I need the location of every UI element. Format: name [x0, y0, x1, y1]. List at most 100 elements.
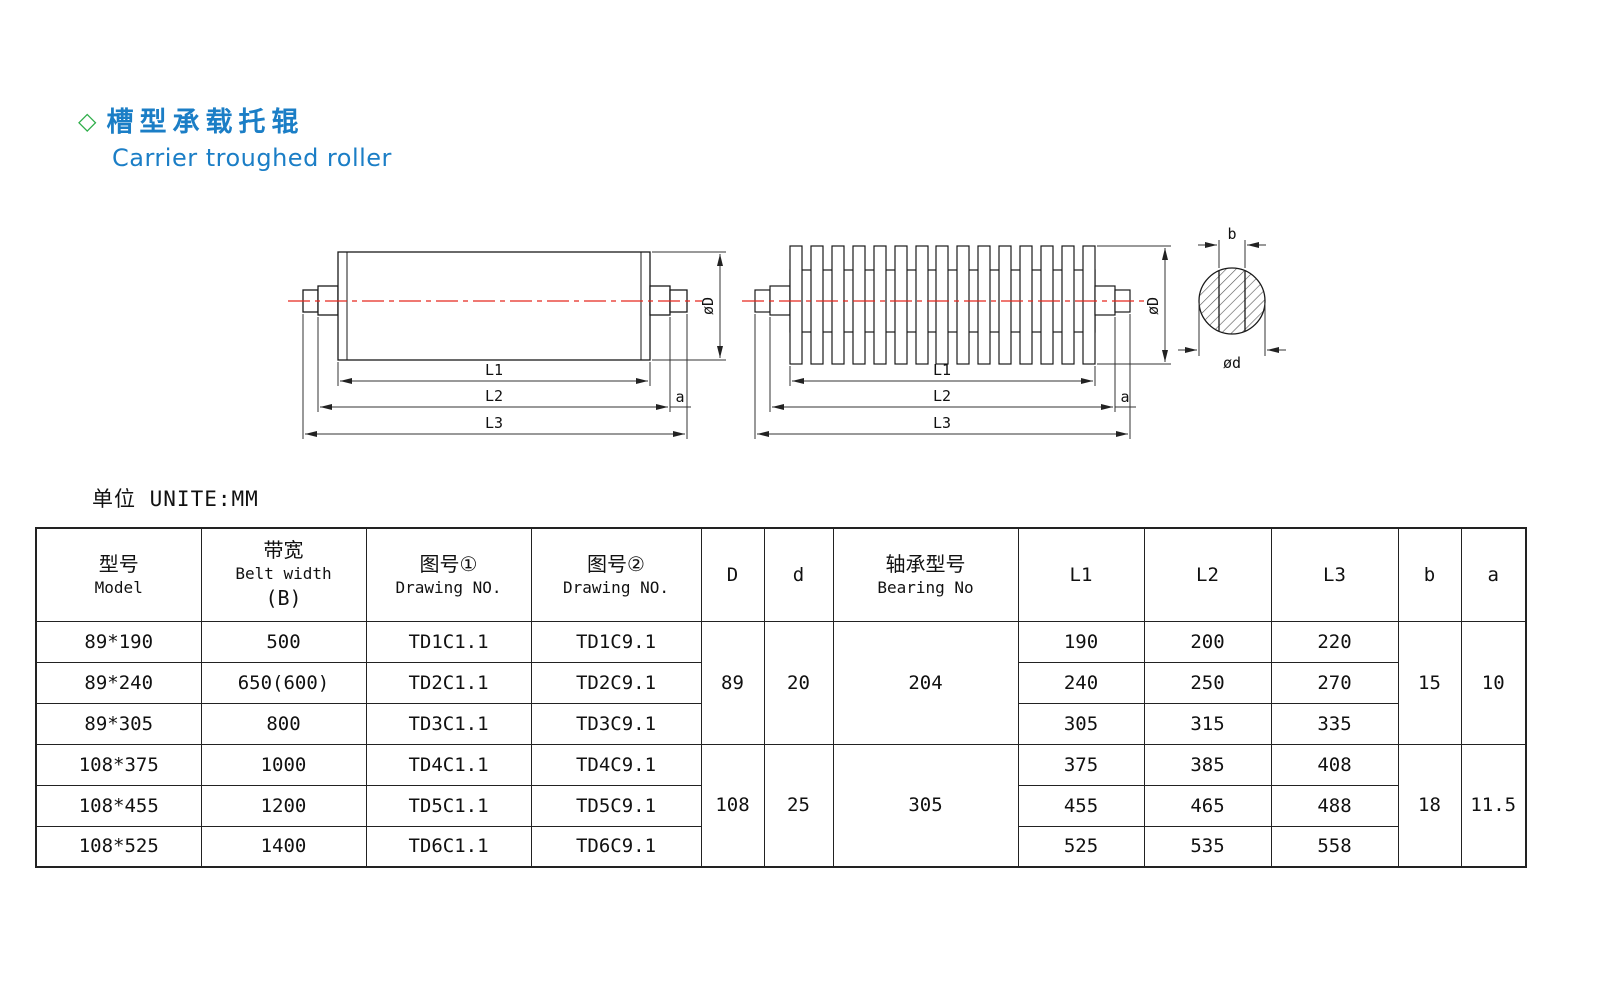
cell-L2: 200 [1143, 620, 1272, 663]
cell-D: 108 [700, 743, 765, 868]
dim-label-l2-right: L2 [933, 387, 951, 405]
cell-L1: 240 [1017, 661, 1145, 704]
cell-b: 15 [1397, 620, 1462, 745]
col-header-model: 型号 Model [35, 527, 202, 622]
ribbed-roller-drawing [754, 245, 1131, 365]
cell-belt-width: 1200 [200, 784, 367, 827]
cell-L1: 190 [1017, 620, 1145, 663]
dim-label-od-right: øD [1144, 297, 1162, 315]
cell-model: 108*525 [35, 825, 202, 868]
cell-a: 11.5 [1460, 743, 1527, 868]
cell-L3: 558 [1270, 825, 1399, 868]
cell-belt-width: 1000 [200, 743, 367, 786]
page-title-en: Carrier troughed roller [112, 144, 392, 172]
spec-table: 型号 Model 带宽 Belt width (B) 图号① Drawing N… [35, 527, 1527, 868]
header-drawing2-zh: 图号② [587, 551, 645, 576]
diamond-bullet-icon: ◇ [78, 107, 97, 135]
dimensions-right [754, 245, 1171, 439]
cell-L2: 535 [1143, 825, 1272, 868]
cell-model: 108*375 [35, 743, 202, 786]
cell-L1: 525 [1017, 825, 1145, 868]
technical-drawings: L1 L2 a L3 øD L1 L2 a L3 øD [288, 225, 1286, 439]
dim-label-a-right: a [1120, 388, 1129, 406]
col-header-d: d [763, 527, 834, 622]
title-block: ◇ 槽型承载托辊 Carrier troughed roller [78, 100, 392, 172]
col-header-drawing1: 图号① Drawing NO. [365, 527, 532, 622]
header-bearing-en: Bearing No [877, 577, 974, 597]
page-title-zh: 槽型承载托辊 [106, 107, 305, 138]
shaft-section-drawing [1198, 267, 1266, 335]
cell-bearing: 204 [832, 620, 1019, 745]
cell-d: 25 [763, 743, 834, 868]
smooth-roller-drawing [302, 251, 688, 361]
cell-L2: 250 [1143, 661, 1272, 704]
header-belt-sub: (B) [265, 586, 302, 611]
col-header-L2: L2 [1143, 527, 1272, 622]
cell-drawing2: TD6C9.1 [530, 825, 702, 868]
dim-label-b: b [1227, 225, 1236, 243]
table-row: 89*305 800 TD3C1.1 TD3C9.1 305 315 335 [35, 702, 1526, 745]
col-header-L3: L3 [1270, 527, 1399, 622]
cell-a: 10 [1460, 620, 1527, 745]
col-header-bearing: 轴承型号 Bearing No [832, 527, 1019, 622]
header-model-zh: 型号 [98, 551, 139, 576]
cell-drawing2: TD5C9.1 [530, 784, 702, 827]
header-drawing2-en: Drawing NO. [563, 577, 669, 597]
cell-belt-width: 1400 [200, 825, 367, 868]
cell-d: 20 [763, 620, 834, 745]
dim-label-l3-right: L3 [933, 414, 951, 432]
header-bearing-zh: 轴承型号 [885, 551, 966, 576]
col-header-L1: L1 [1017, 527, 1145, 622]
cell-drawing1: TD4C1.1 [365, 743, 532, 786]
cell-b: 18 [1397, 743, 1462, 868]
header-drawing1-en: Drawing NO. [395, 577, 502, 597]
cell-L3: 220 [1270, 620, 1399, 663]
table-row: 108*455 1200 TD5C1.1 TD5C9.1 455 465 488 [35, 784, 1526, 827]
dim-label-l3-left: L3 [485, 414, 503, 432]
cell-drawing2: TD4C9.1 [530, 743, 702, 786]
page-title-zh-line: ◇ 槽型承载托辊 [78, 100, 392, 139]
cell-L3: 488 [1270, 784, 1399, 827]
table-row: 89*190 500 TD1C1.1 TD1C9.1 89 20 204 190… [35, 620, 1527, 745]
dim-label-l1-right: L1 [933, 361, 951, 379]
table-row: 108*525 1400 TD6C1.1 TD6C9.1 525 535 558 [35, 825, 1526, 868]
col-header-drawing2: 图号② Drawing NO. [530, 527, 702, 622]
col-header-b: b [1397, 527, 1462, 622]
cell-belt-width: 800 [200, 702, 367, 745]
dimensions-section [1178, 240, 1286, 356]
col-header-a: a [1460, 527, 1527, 622]
header-row: 型号 Model 带宽 Belt width (B) 图号① Drawing N… [35, 527, 1527, 622]
cell-L2: 315 [1143, 702, 1272, 745]
cell-L1: 375 [1017, 743, 1145, 786]
unit-label: 单位 UNITE:MM [92, 487, 259, 511]
cell-model: 108*455 [35, 784, 202, 827]
cell-drawing2: TD1C9.1 [530, 620, 702, 663]
header-belt-zh: 带宽 [263, 538, 304, 563]
cell-L2: 465 [1143, 784, 1272, 827]
col-header-belt-width: 带宽 Belt width (B) [200, 527, 367, 622]
cell-drawing1: TD3C1.1 [365, 702, 532, 745]
cell-L3: 408 [1270, 743, 1399, 786]
cell-drawing1: TD2C1.1 [365, 661, 532, 704]
dim-label-l1-left: L1 [485, 361, 503, 379]
cell-model: 89*190 [35, 620, 202, 663]
cell-model: 89*305 [35, 702, 202, 745]
dimensions-left [302, 251, 726, 439]
cell-drawing1: TD5C1.1 [365, 784, 532, 827]
header-drawing1-zh: 图号① [419, 551, 478, 576]
cell-belt-width: 500 [200, 620, 367, 663]
col-header-D: D [700, 527, 765, 622]
header-belt-en: Belt width [235, 564, 332, 584]
cell-belt-width: 650(600) [200, 661, 367, 704]
cell-bearing: 305 [832, 743, 1019, 868]
dim-label-od-shaft: ød [1223, 354, 1241, 372]
cell-drawing2: TD2C9.1 [530, 661, 702, 704]
cell-drawing1: TD6C1.1 [365, 825, 532, 868]
cell-L1: 455 [1017, 784, 1145, 827]
dim-label-od-left: øD [699, 297, 717, 315]
table-row: 108*375 1000 TD4C1.1 TD4C9.1 108 25 305 … [35, 743, 1527, 868]
cell-drawing1: TD1C1.1 [365, 620, 532, 663]
cell-L2: 385 [1143, 743, 1272, 786]
header-model-en: Model [94, 577, 143, 597]
